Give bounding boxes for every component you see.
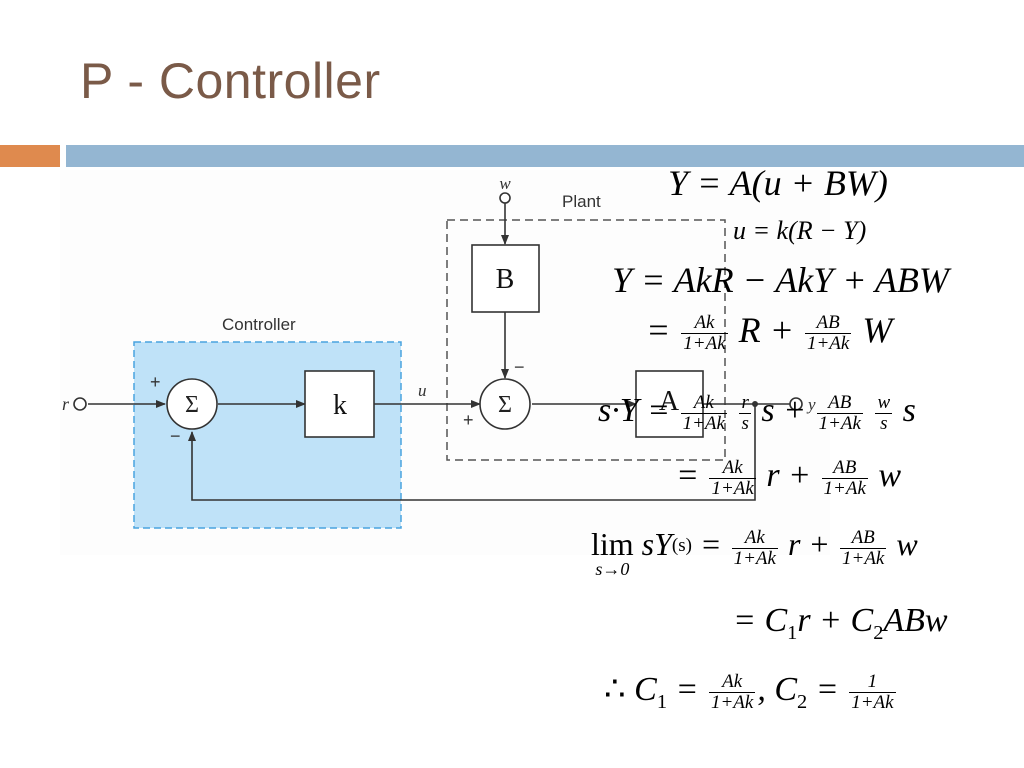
controller-label: Controller [222, 315, 296, 334]
r-label: r [62, 394, 70, 414]
r-terminal [73, 397, 87, 411]
plant-plus-sign: + [463, 410, 474, 430]
block-b-label: B [496, 264, 515, 295]
controller-summing-junction [166, 378, 218, 430]
equation-control-law: u = k(R − Y) [733, 216, 867, 245]
equation-constants: = C1r + C2ABw [733, 602, 948, 644]
block-a-label: A [659, 386, 680, 417]
feedback-junction [752, 401, 758, 407]
plant-sum-symbol: Σ [498, 392, 512, 418]
accent-bar-blue [66, 145, 1024, 167]
slide-title: P - Controller [80, 53, 381, 109]
controller-minus-sign: − [170, 426, 181, 446]
plant-label: Plant [562, 192, 601, 211]
w-label: w [499, 174, 511, 193]
block-k-label: k [333, 390, 347, 421]
block-b [471, 244, 540, 313]
plant-minus-sign: − [514, 357, 525, 377]
equation-plant: Y = A(u + BW) [668, 163, 888, 203]
y-terminal [789, 397, 803, 411]
block-a [635, 370, 704, 438]
accent-bar-orange [0, 145, 60, 167]
plant-region [446, 219, 726, 461]
equation-substitution: Y = AkR − AkY + ABW [612, 260, 949, 300]
block-k [304, 370, 375, 438]
w-terminal [499, 192, 511, 204]
controller-sum-symbol: Σ [185, 392, 199, 418]
y-label: y [806, 395, 816, 414]
plant-summing-junction [479, 378, 531, 430]
u-label: u [418, 381, 427, 400]
controller-plus-sign: + [150, 372, 161, 392]
feedback-line [188, 404, 756, 501]
